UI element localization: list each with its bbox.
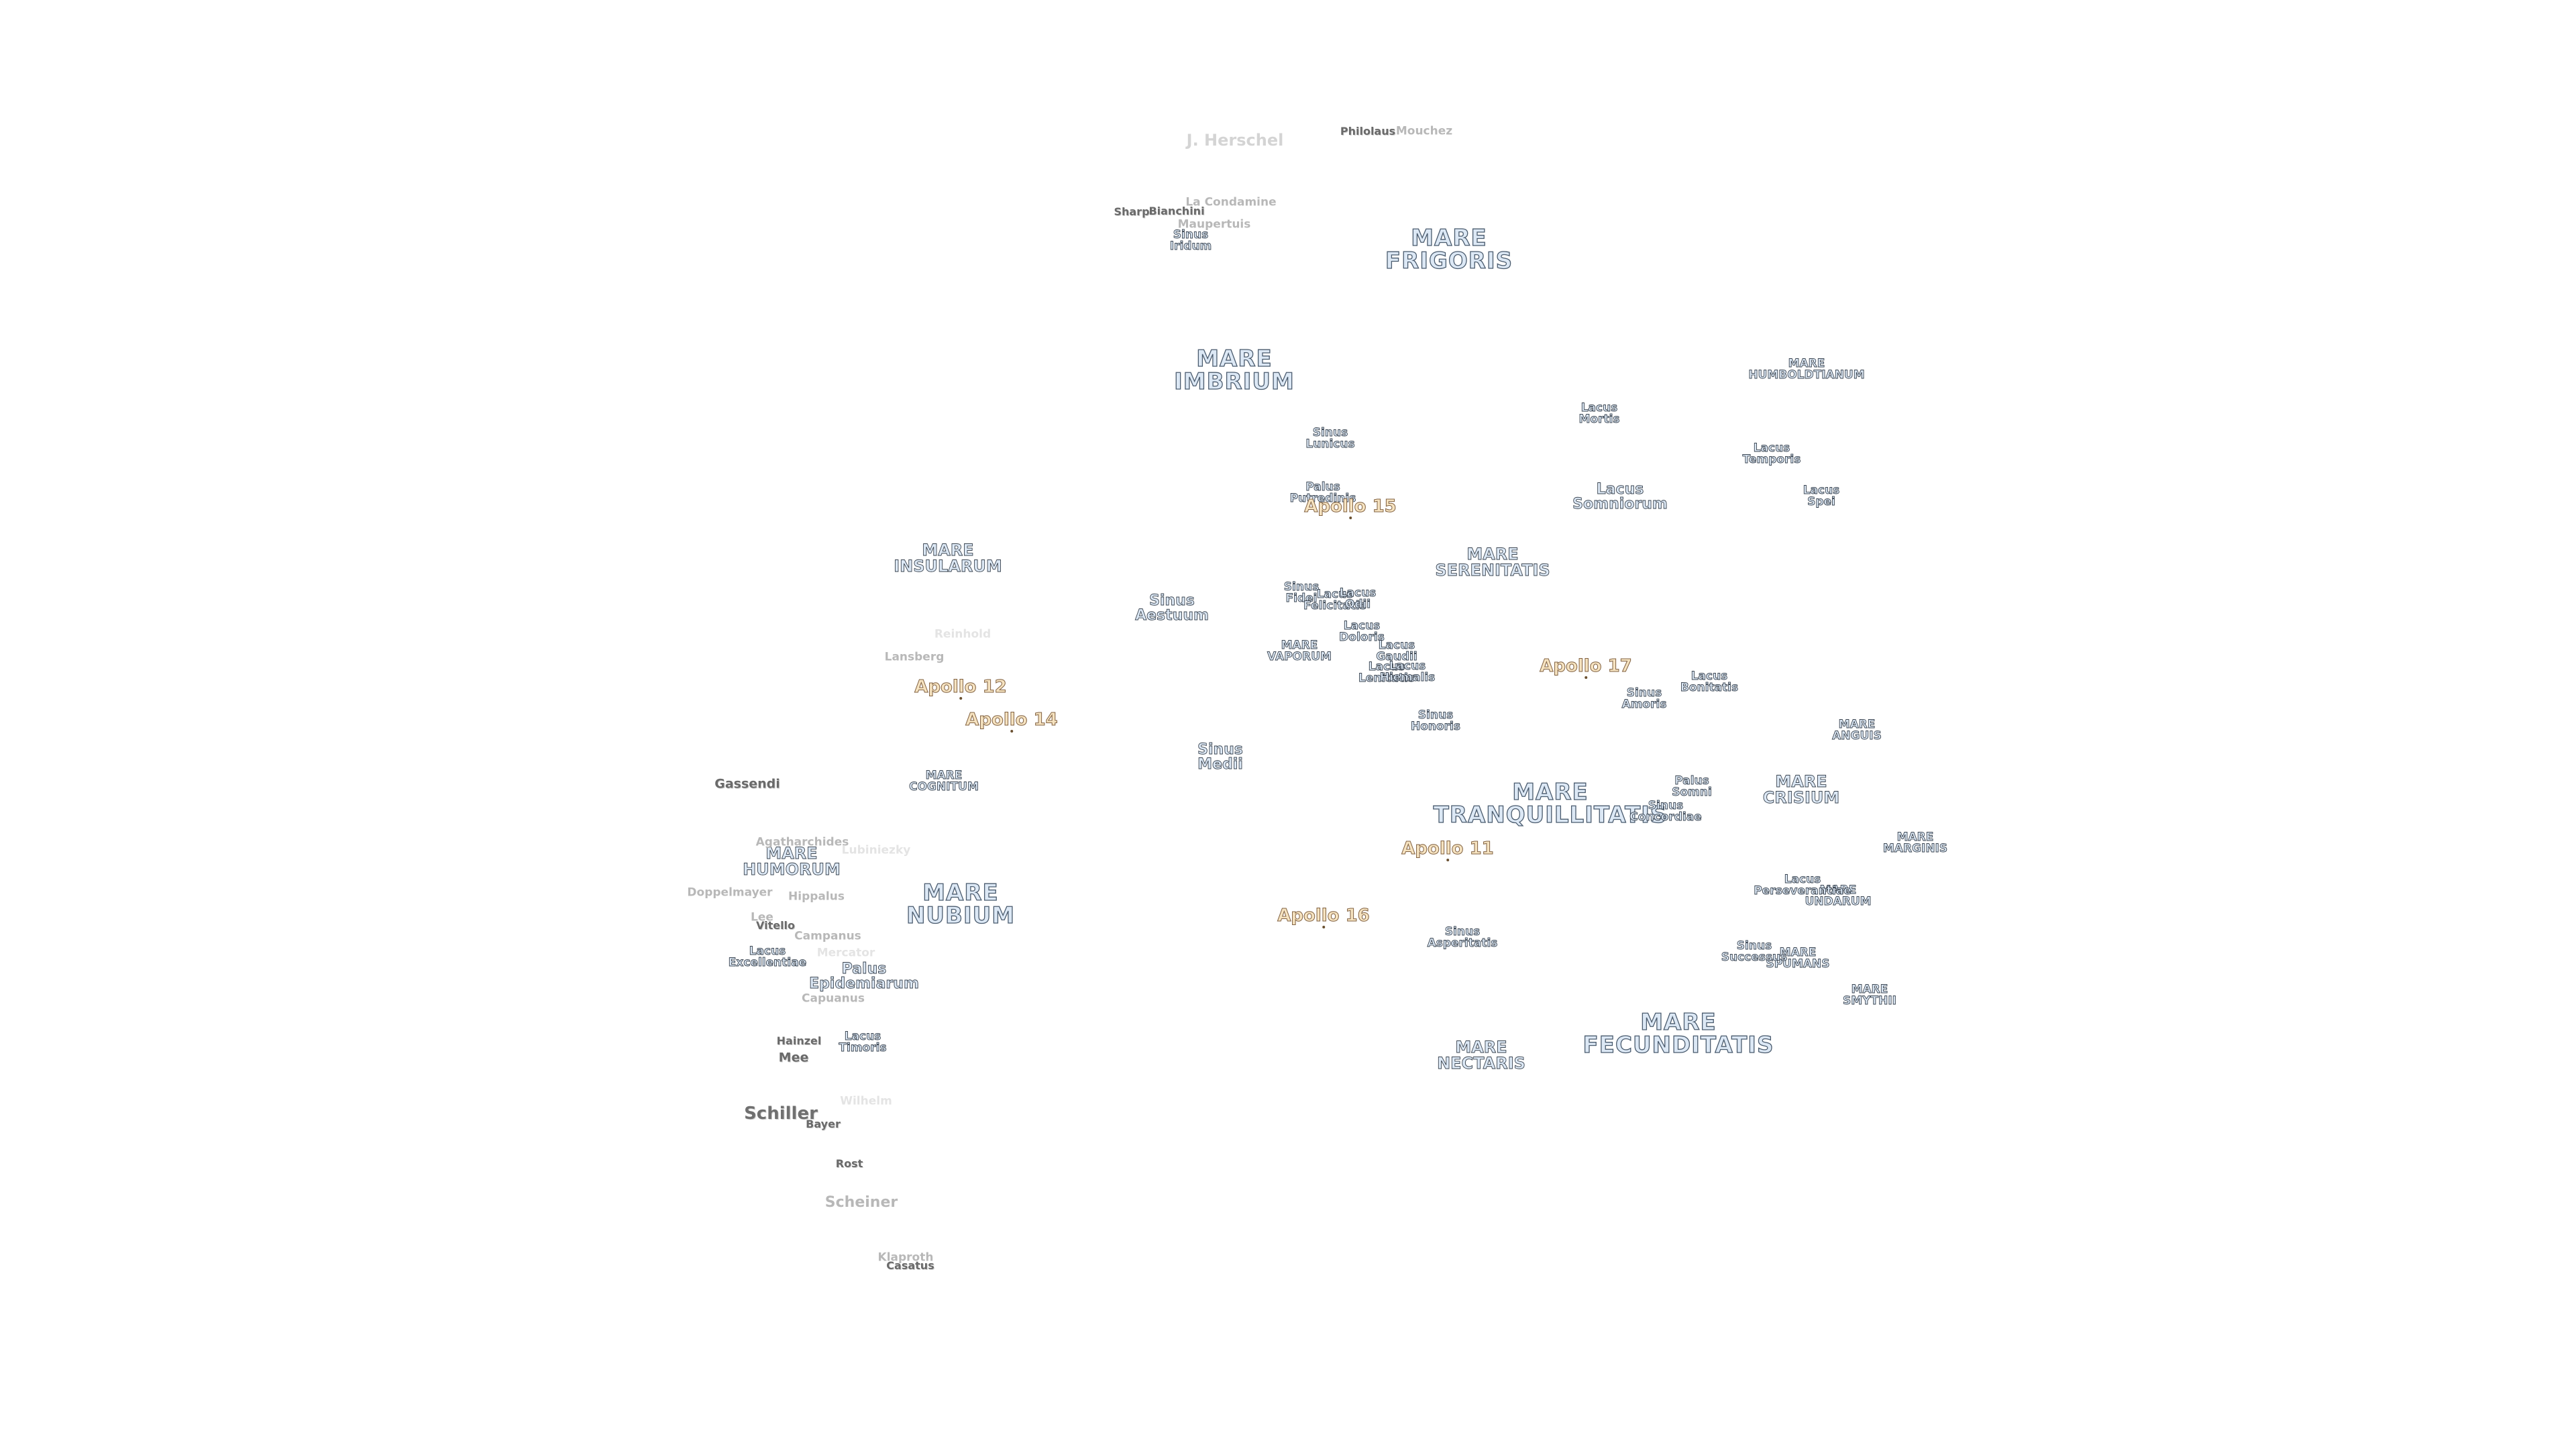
apollo-site-apollo-11: Apollo 11 xyxy=(1401,840,1494,861)
feature-label-lacus-bonitatis: Lacus Bonitatis xyxy=(1680,669,1739,694)
crater-label-bayer: Bayer xyxy=(806,1118,841,1130)
crater-label-bianchini: Bianchini xyxy=(1148,205,1205,217)
crater-label-j-herschel: J. Herschel xyxy=(1186,131,1284,150)
apollo-label: Apollo 15 xyxy=(1304,496,1397,517)
crater-label-mee: Mee xyxy=(778,1050,809,1065)
mare-label-mare-imbrium: MARE IMBRIUM xyxy=(1174,345,1295,395)
mare-label-mare-crisium: MARE CRISIUM xyxy=(1762,772,1840,807)
feature-label-sinus-amoris: Sinus Amoris xyxy=(1621,686,1667,711)
feature-label-sinus-medii: Sinus Medii xyxy=(1197,741,1244,773)
crater-label-hippalus: Hippalus xyxy=(788,890,845,904)
crater-label-reinhold: Reinhold xyxy=(934,627,991,641)
mare-label-mare-nectaris: MARE NECTARIS xyxy=(1437,1038,1526,1073)
feature-label-sinus-aestuum: Sinus Aestuum xyxy=(1135,592,1210,624)
mare-label-mare-nubium: MARE NUBIUM xyxy=(906,879,1016,929)
crater-label-mouchez: Mouchez xyxy=(1395,124,1453,138)
crater-label-scheiner: Scheiner xyxy=(824,1194,898,1211)
crater-label-hainzel: Hainzel xyxy=(776,1034,822,1047)
crater-label-gassendi: Gassendi xyxy=(714,776,780,792)
feature-label-lacus-felicitatis: Lacus Felicitatis xyxy=(1303,588,1367,612)
crater-label-casatus: Casatus xyxy=(886,1259,934,1272)
feature-label-sinus-iridum: Sinus Iridum xyxy=(1169,228,1212,253)
mare-label-mare-spumans: MARE SPUMANS xyxy=(1766,946,1830,971)
crater-label-wilhelm: Wilhelm xyxy=(840,1094,892,1108)
apollo-site-apollo-14: Apollo 14 xyxy=(965,711,1058,733)
crater-label-klaproth: Klaproth xyxy=(877,1250,934,1265)
feature-label-lacus-doloris: Lacus Doloris xyxy=(1339,619,1385,644)
crater-label-schiller: Schiller xyxy=(744,1104,818,1124)
feature-label-lacus-timoris: Lacus Timoris xyxy=(839,1030,887,1055)
feature-label-palus-somni: Palus Somni xyxy=(1672,774,1712,799)
apollo-site-apollo-17: Apollo 17 xyxy=(1540,657,1632,679)
feature-label-lacus-odii: Lacus Odii xyxy=(1339,586,1377,611)
landing-site-marker xyxy=(959,697,962,700)
crater-label-rost: Rost xyxy=(835,1157,863,1170)
feature-label-lacus-temporis: Lacus Temporis xyxy=(1742,441,1801,466)
feature-label-lacus-lenitatis: Lacus Lenitatis xyxy=(1358,660,1415,685)
feature-label-lacus-excellentiae: Lacus Excellentiae xyxy=(728,945,807,969)
crater-label-doppelmayer: Doppelmayer xyxy=(687,885,773,900)
crater-label-philolaus: Philolaus xyxy=(1340,125,1396,138)
feature-label-sinus-concordiae: Sinus Concordiae xyxy=(1629,799,1702,824)
feature-label-lacus-gaudii: Lacus Gaudii xyxy=(1376,639,1417,663)
landing-site-marker xyxy=(1322,926,1325,928)
feature-label-palus-putredinis: Palus Putredinis xyxy=(1289,480,1356,505)
crater-label-mercator: Mercator xyxy=(816,946,875,960)
crater-label-sharp: Sharp xyxy=(1114,205,1150,218)
apollo-label: Apollo 17 xyxy=(1540,656,1633,676)
feature-label-lacus-mortis: Lacus Mortis xyxy=(1578,401,1620,426)
mare-label-mare-vaporum: MARE VAPORUM xyxy=(1267,639,1332,663)
mare-label-mare-tranquillitatis: MARE TRANQUILLITATIS xyxy=(1433,779,1668,828)
mare-label-mare-humorum: MARE HUMORUM xyxy=(743,844,841,879)
mare-label-mare-frigoris: MARE FRIGORIS xyxy=(1385,225,1513,274)
mare-label-mare-fecunditatis: MARE FECUNDITATIS xyxy=(1582,1009,1774,1059)
apollo-label: Apollo 12 xyxy=(914,677,1008,697)
mare-label-mare-marginis: MARE MARGINIS xyxy=(1882,830,1948,855)
apollo-site-apollo-15: Apollo 15 xyxy=(1304,498,1397,519)
landing-site-marker xyxy=(1010,730,1013,733)
landing-site-marker xyxy=(1446,859,1449,861)
landing-site-marker xyxy=(1348,517,1352,519)
apollo-site-apollo-12: Apollo 12 xyxy=(914,678,1007,700)
feature-label-sinus-lunicus: Sinus Lunicus xyxy=(1305,426,1355,451)
crater-label-lubiniezky: Lubiniezky xyxy=(841,843,911,857)
mare-label-mare-smythii: MARE SMYTHII xyxy=(1843,983,1897,1008)
crater-label-vitello: Vitello xyxy=(755,919,796,932)
apollo-label: Apollo 14 xyxy=(965,710,1059,730)
crater-label-maupertuis: Maupertuis xyxy=(1177,217,1251,231)
feature-label-sinus-honoris: Sinus Honoris xyxy=(1410,708,1461,733)
apollo-label: Apollo 11 xyxy=(1401,839,1495,859)
mare-label-mare-serenitatis: MARE SERENITATIS xyxy=(1435,545,1550,580)
apollo-site-apollo-16: Apollo 16 xyxy=(1277,907,1370,928)
crater-label-capuanus: Capuanus xyxy=(801,991,865,1006)
feature-label-lacus-spei: Lacus Spei xyxy=(1803,484,1840,508)
feature-label-sinus-successus: Sinus Successus xyxy=(1721,939,1788,964)
mare-label-mare-insularum: MARE INSULARUM xyxy=(894,541,1002,576)
apollo-label: Apollo 16 xyxy=(1277,906,1371,926)
crater-label-lansberg: Lansberg xyxy=(884,650,945,664)
crater-label-campanus: Campanus xyxy=(794,929,861,943)
feature-label-palus-epidemiarum: Palus Epidemiarum xyxy=(809,961,920,992)
feature-label-sinus-asperitatis: Sinus Asperitatis xyxy=(1427,925,1498,950)
landing-site-marker xyxy=(1584,676,1587,679)
mare-label-mare-anguis: MARE ANGUIS xyxy=(1832,718,1882,743)
feature-label-lacus-perseverantiae: Lacus Perseverantiae xyxy=(1754,873,1851,898)
mare-label-mare-humboldtianum: MARE HUMBOLDTIANUM xyxy=(1748,357,1865,382)
mare-label-mare-undarum: MARE UNDARUM xyxy=(1805,883,1872,908)
feature-label-lacus-somniorum: Lacus Somniorum xyxy=(1572,481,1668,513)
crater-label-agatharchides: Agatharchides xyxy=(755,835,849,849)
crater-label-lee: Lee xyxy=(751,910,773,924)
feature-label-sinus-fidei: Sinus Fidei xyxy=(1283,580,1320,605)
crater-label-la-condamine: La Condamine xyxy=(1185,195,1277,209)
mare-label-mare-cognitum: MARE COGNITUM xyxy=(909,769,979,794)
feature-label-lacus-hiemalis: Lacus Hiemalis xyxy=(1379,659,1436,684)
